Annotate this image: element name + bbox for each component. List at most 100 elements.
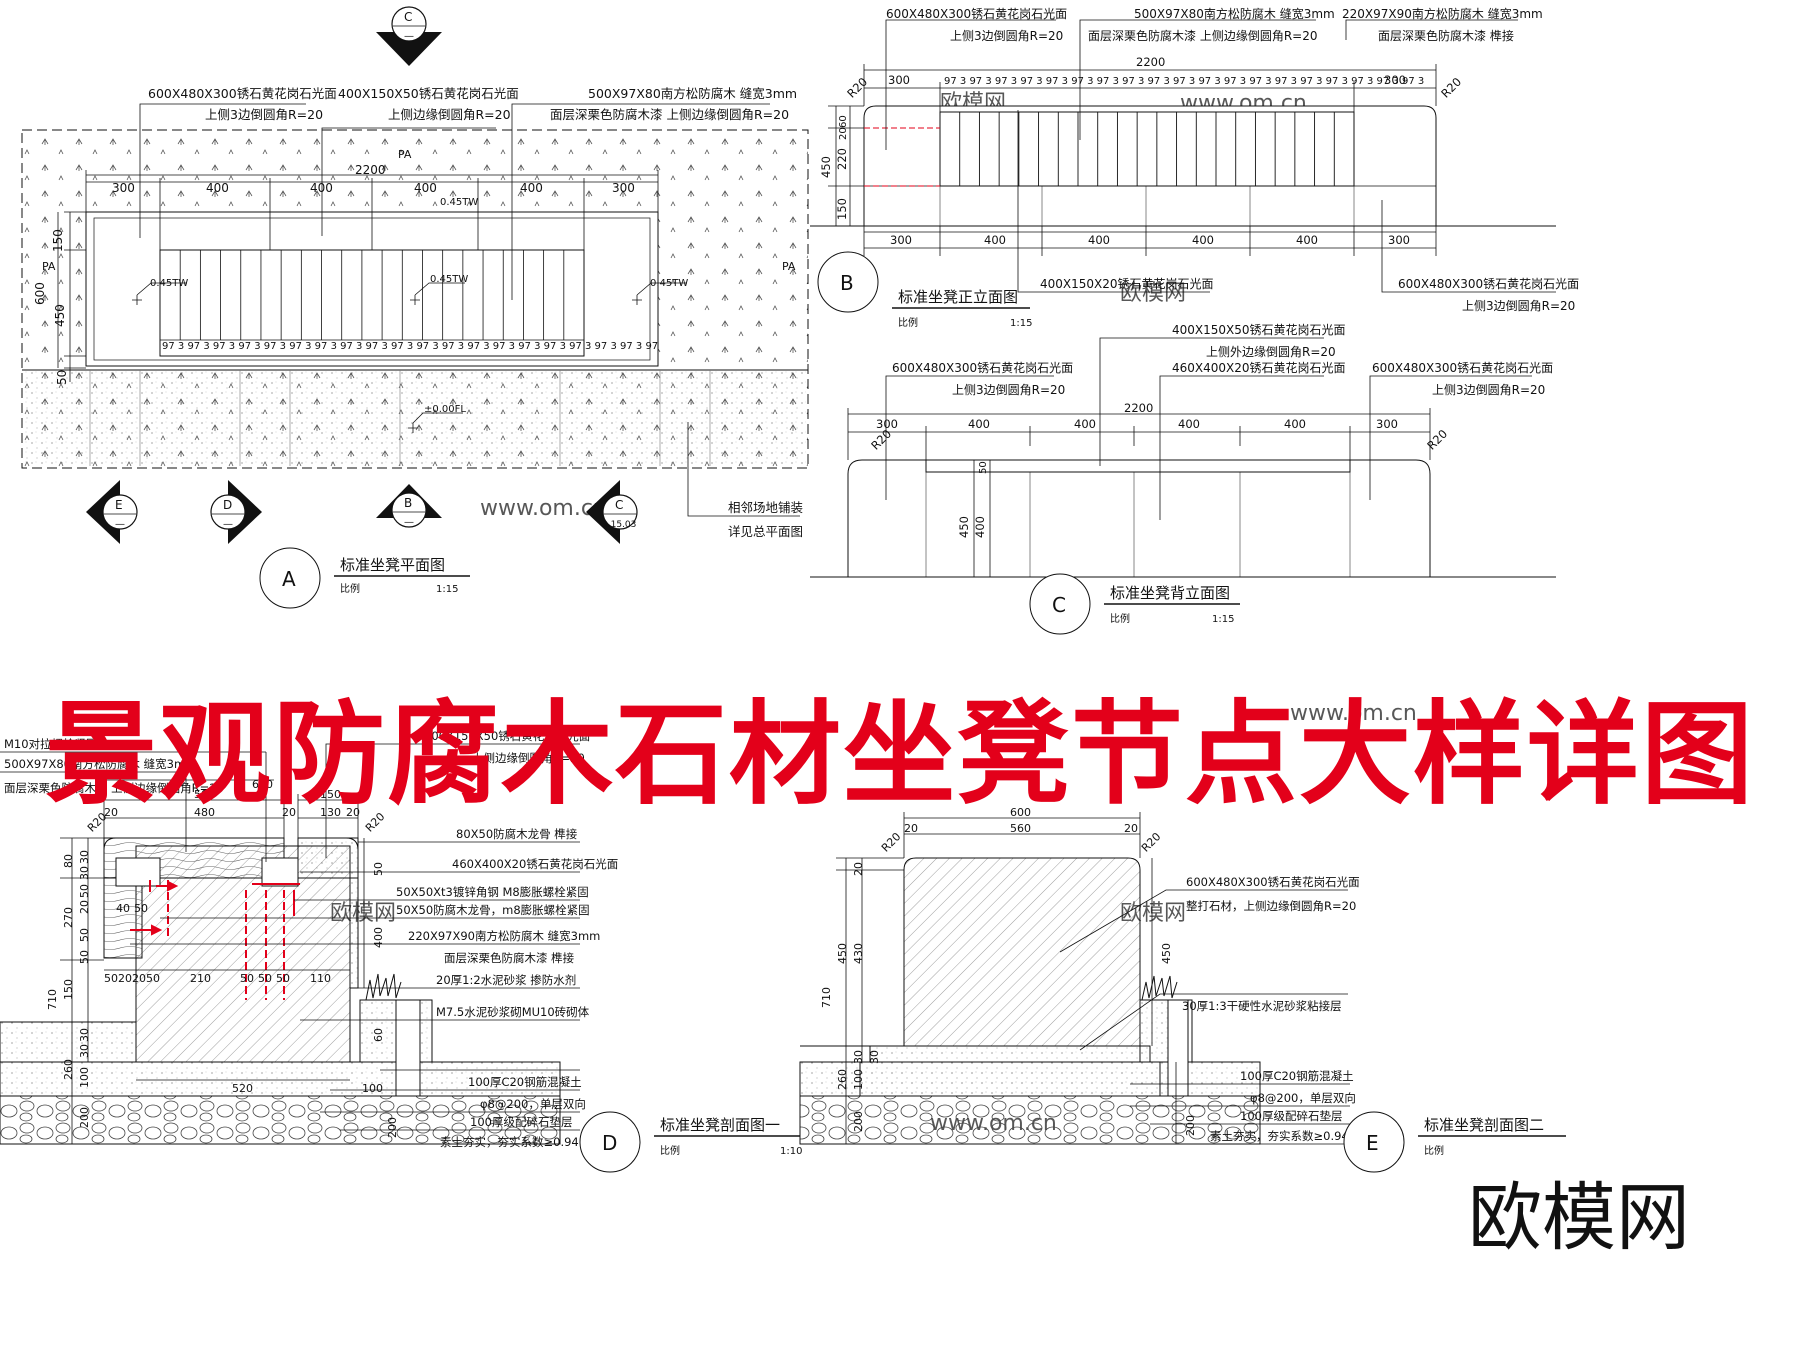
cut-marker-c-bottom: C 3.15.03 [586, 480, 638, 544]
view-bubble-letter: D [602, 1131, 617, 1155]
note-text: 详见总平面图 [728, 524, 803, 539]
back-overall-dim: 2200 [1124, 401, 1153, 415]
s2-dim: 560 [1010, 822, 1031, 835]
svg-text:比例: 比例 [1110, 612, 1130, 625]
front-dim: 400 [1192, 233, 1214, 247]
svg-text:E: E [115, 498, 123, 512]
svg-text:D: D [223, 498, 232, 512]
pa-tag: PA [782, 260, 796, 273]
radius-tag: R20 [1424, 427, 1450, 453]
s1-dim: 100 [362, 1082, 383, 1095]
note-text: 50X50Xt3镀锌角钢 M8膨胀螺栓紧固 [396, 885, 589, 899]
view-bubble-letter: C [1052, 593, 1066, 617]
front-slats [959, 112, 1335, 186]
s2-dim: 450 [1160, 943, 1173, 964]
note-text: 20厚1:2水泥砂浆 掺防水剂 [436, 973, 576, 987]
view-title: 标准坐凳剖面图一 [660, 1116, 780, 1134]
note-text: 220X97X90南方松防腐木 缝宽3mm [1342, 6, 1543, 21]
front-dim: 150 [835, 198, 849, 220]
back-title-block: C 标准坐凳背立面图 比例 1:15 [1029, 573, 1240, 635]
note-text: 素土夯实，夯实系数≥0.94 [1210, 1129, 1349, 1143]
section-cut-markers: C — E — D — B — C 3.15 [86, 6, 638, 544]
note-text: 面层深栗色防腐木漆 榫接 [444, 951, 575, 965]
note-text: 100厚级配碎石垫层 [1240, 1109, 1342, 1123]
footing [859, 1061, 1161, 1097]
note-text: 上侧3边倒圆角R=20 [952, 383, 1065, 397]
cut-marker-c-top: C — [376, 6, 442, 66]
s1-dim: 710 [46, 989, 59, 1010]
front-dim: 400 [1296, 233, 1318, 247]
plan-dim: 300 [612, 181, 635, 195]
note-text: 面层深栗色防腐木漆 上侧边缘倒圆角R=20 [1088, 28, 1317, 43]
plan-dim: 450 [53, 304, 67, 327]
note-text: 素土夯实，夯实系数≥0.94 [440, 1135, 579, 1149]
back-dim: 400 [973, 516, 987, 538]
view-title: 标准坐凳剖面图二 [1424, 1116, 1544, 1134]
cut-marker-e: E — [86, 480, 138, 544]
note-text: 400X150X20锈石黄花岗石光面 [1040, 276, 1214, 291]
front-dim: 220 [835, 148, 849, 170]
view-bubble [1343, 1111, 1405, 1173]
level-tag: 0.45TW [440, 197, 478, 208]
note-text: 600X480X300锈石黄花岗石光面 [1398, 276, 1579, 291]
view-title: 标准坐凳平面图 [340, 556, 445, 574]
s1-dim: 50 [240, 972, 254, 985]
front-overall-dim: 2200 [1136, 55, 1165, 69]
back-dim: 300 [1376, 417, 1398, 431]
base-gravel [799, 1095, 1261, 1145]
back-dims [847, 408, 1431, 577]
view-title: 标准坐凳正立面图 [898, 288, 1018, 306]
s1-dim: 200 [78, 1107, 91, 1128]
note-text: 460X400X20锈石黄花岗石光面 [1172, 360, 1346, 375]
note-text: φ8@200，单层双向 [1250, 1091, 1356, 1105]
front-dims [828, 64, 1437, 256]
svg-text:1:10: 1:10 [780, 1146, 802, 1157]
note-text: 100厚C20钢筋混凝土 [468, 1075, 582, 1089]
note-text: 整打石材，上侧边缘倒圆角R=20 [1186, 899, 1356, 913]
note-text: M10对拉螺栓紧固 [4, 737, 98, 751]
s1-dim: 150 [320, 788, 341, 801]
note-text: 面层深栗色防腐木漆 上侧边缘倒圆角R=20 [550, 107, 789, 122]
front-dim: 400 [1088, 233, 1110, 247]
s2-dim: 200 [1184, 1115, 1197, 1136]
s2-dim: 450 [836, 943, 849, 964]
s1-dim: 150 [62, 979, 75, 1000]
s1-dim: 480 [194, 806, 215, 819]
plan-title-block: A 标准坐凳平面图 比例 1:15 [259, 547, 470, 609]
level-tag: ±0.00FL [424, 404, 466, 415]
plan-dim: 400 [414, 181, 437, 195]
radius-tag: R20 [1438, 75, 1464, 101]
note-text: 上侧外边缘倒圆角R=20 [1206, 345, 1336, 359]
section-one [0, 837, 561, 1145]
wood-slat-area [159, 249, 585, 357]
s1-dim: 50 [372, 862, 385, 876]
drawing-banner-title: 景观防腐木石材坐凳节点大样详图 [45, 690, 1755, 820]
view-bubble-letter: E [1366, 1131, 1379, 1155]
view-bubble [1029, 573, 1091, 635]
s2-dim: 260 [836, 1069, 849, 1090]
s1-dim: 650 [252, 778, 273, 791]
view-bubble-letter: B [840, 271, 854, 295]
front-dim: 300 [1384, 73, 1406, 87]
svg-text:—: — [223, 519, 233, 530]
note-text: 相邻场地铺装 [728, 500, 803, 515]
svg-text:3.15.03: 3.15.03 [602, 520, 636, 530]
pa-tag: PA [398, 148, 412, 161]
note-text: 30厚1:3干硬性水泥砂浆粘接层 [1182, 999, 1342, 1013]
svg-text:1:15: 1:15 [1010, 318, 1032, 329]
base-gravel [0, 1095, 561, 1145]
note-text: 100厚C20钢筋混凝土 [1240, 1069, 1354, 1083]
s2-dim: 430 [852, 943, 865, 964]
svg-text:比例: 比例 [660, 1144, 680, 1157]
view-title: 标准坐凳背立面图 [1110, 584, 1230, 602]
note-text: 上侧3边倒圆角R=20 [950, 29, 1063, 43]
back-top-strip [925, 459, 1351, 473]
section-two-title-block: E 标准坐凳剖面图二 比例 [1343, 1111, 1566, 1173]
paving-strip [24, 370, 806, 466]
s1-dim: 20 [78, 900, 91, 914]
plan-dim: 400 [206, 181, 229, 195]
section-two-dims [836, 812, 1177, 1145]
note-text: 上侧3边倒圆角R=20 [1462, 299, 1575, 313]
cut-marker-b: B — [376, 484, 442, 528]
